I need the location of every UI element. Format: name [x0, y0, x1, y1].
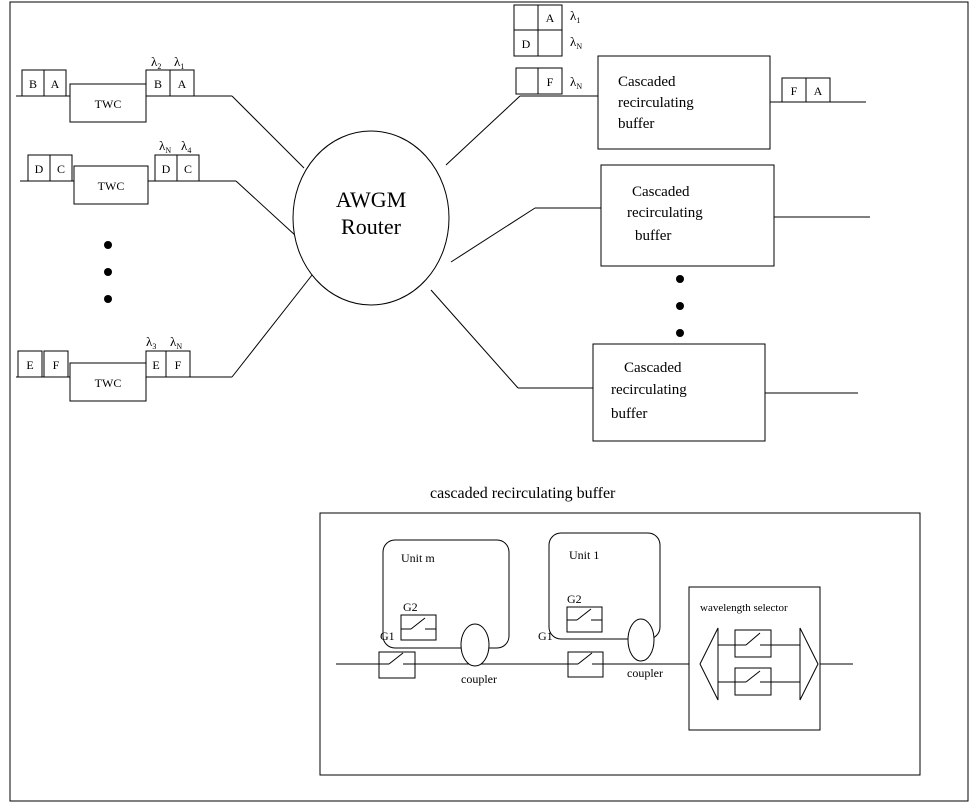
unit-m: Unit m G2 G1 coupler — [378, 539, 510, 686]
lambda-n-label-3: λN — [170, 334, 182, 351]
twc-2 — [73, 165, 149, 205]
buffer-1-line2: recirculating — [618, 95, 694, 111]
buffer-1: Cascaded recirculating buffer F A — [597, 55, 866, 150]
router-label-line1: AWGM — [336, 187, 406, 212]
buffer-3-line3: buffer — [611, 406, 647, 422]
input-ellipsis-dots — [104, 241, 112, 303]
buffer-3-line2: recirculating — [611, 382, 687, 398]
packet-d-in: D — [35, 162, 44, 176]
stack-lambda-n-1: λN — [570, 34, 582, 51]
buffer-3-line1: Cascaded — [624, 360, 682, 376]
packet-c-in: C — [57, 162, 65, 176]
buffer-2-line3: buffer — [635, 228, 671, 244]
buffer-1-packet-f: F — [791, 84, 798, 98]
input-line-1: B A TWC B A λ2 λ1 — [16, 54, 305, 169]
packet-a-in: A — [51, 77, 60, 91]
stack-packet-d: D — [522, 37, 531, 51]
unit-m-g1-gate — [378, 651, 416, 679]
buffer-2-line2: recirculating — [627, 205, 703, 221]
unit-1-label: Unit 1 — [569, 548, 599, 562]
unit-1-coupler — [627, 618, 655, 662]
buffer-2: Cascaded recirculating buffer — [600, 164, 870, 267]
buffer-1-line1: Cascaded — [618, 74, 676, 90]
demux-icon — [699, 627, 719, 701]
stack-lambda-1: λ1 — [570, 8, 580, 25]
stack-lambda-n-2: λN — [570, 74, 582, 91]
twc-1-label: TWC — [95, 97, 122, 111]
unit-1-coupler-label: coupler — [627, 666, 663, 680]
buffer-2-line1: Cascaded — [632, 184, 690, 200]
twc-1 — [69, 83, 147, 123]
packet-a-out: A — [178, 77, 187, 91]
lambda-n-label-2: λN — [159, 138, 171, 155]
unit-m-g2-label: G2 — [403, 600, 418, 614]
detail-caption: cascaded recirculating buffer — [430, 485, 616, 502]
twc-2-label: TWC — [98, 179, 125, 193]
packet-d-out: D — [162, 162, 171, 176]
lambda-1-label: λ1 — [174, 54, 184, 71]
buffer-3: Cascaded recirculating buffer — [592, 343, 858, 442]
wavelength-selector-label: wavelength selector — [700, 602, 788, 614]
unit-m-g2-gate — [400, 614, 437, 641]
packet-e-in: E — [26, 358, 33, 372]
unit-m-coupler-label: coupler — [461, 672, 497, 686]
awgm-router: AWGM Router — [292, 130, 450, 306]
wavelength-selector: wavelength selector — [688, 586, 821, 731]
stack-packet-a: A — [546, 11, 555, 25]
output-packet-stack: A λ1 D λN F λN — [513, 4, 582, 95]
router-output-line-2 — [450, 207, 536, 263]
unit-1-g2-label: G2 — [567, 592, 582, 606]
buffer-1-line3: buffer — [618, 116, 654, 132]
input-line-3: E F TWC E F λ3 λN — [16, 269, 317, 402]
unit-m-g1-label: G1 — [380, 629, 395, 643]
router-output-line-3 — [430, 289, 519, 389]
packet-f-in: F — [53, 358, 60, 372]
router-output-line-1 — [445, 95, 521, 166]
selector-gate-upper — [734, 629, 772, 658]
unit-m-coupler — [460, 623, 490, 667]
output-ellipsis-dots — [676, 275, 684, 337]
twc-3 — [69, 362, 147, 402]
unit-1: Unit 1 G2 G1 coupler — [538, 532, 663, 680]
unit-m-label: Unit m — [401, 551, 435, 565]
packet-b-out: B — [154, 77, 162, 91]
input-line-2: D C TWC D C λN λ4 — [20, 138, 297, 237]
buffer-1-packet-a: A — [814, 84, 823, 98]
packet-f-out: F — [175, 358, 182, 372]
unit-1-g1-label: G1 — [538, 629, 553, 643]
router-label-line2: Router — [341, 214, 402, 239]
twc-3-label: TWC — [95, 376, 122, 390]
lambda-2-label: λ2 — [151, 54, 161, 71]
mux-icon — [799, 627, 819, 701]
lambda-4-label: λ4 — [181, 138, 191, 155]
stack-packet-f: F — [547, 75, 554, 89]
lambda-3-label: λ3 — [146, 334, 156, 351]
packet-c-out: C — [184, 162, 192, 176]
packet-e-out: E — [152, 358, 159, 372]
packet-b-in: B — [29, 77, 37, 91]
